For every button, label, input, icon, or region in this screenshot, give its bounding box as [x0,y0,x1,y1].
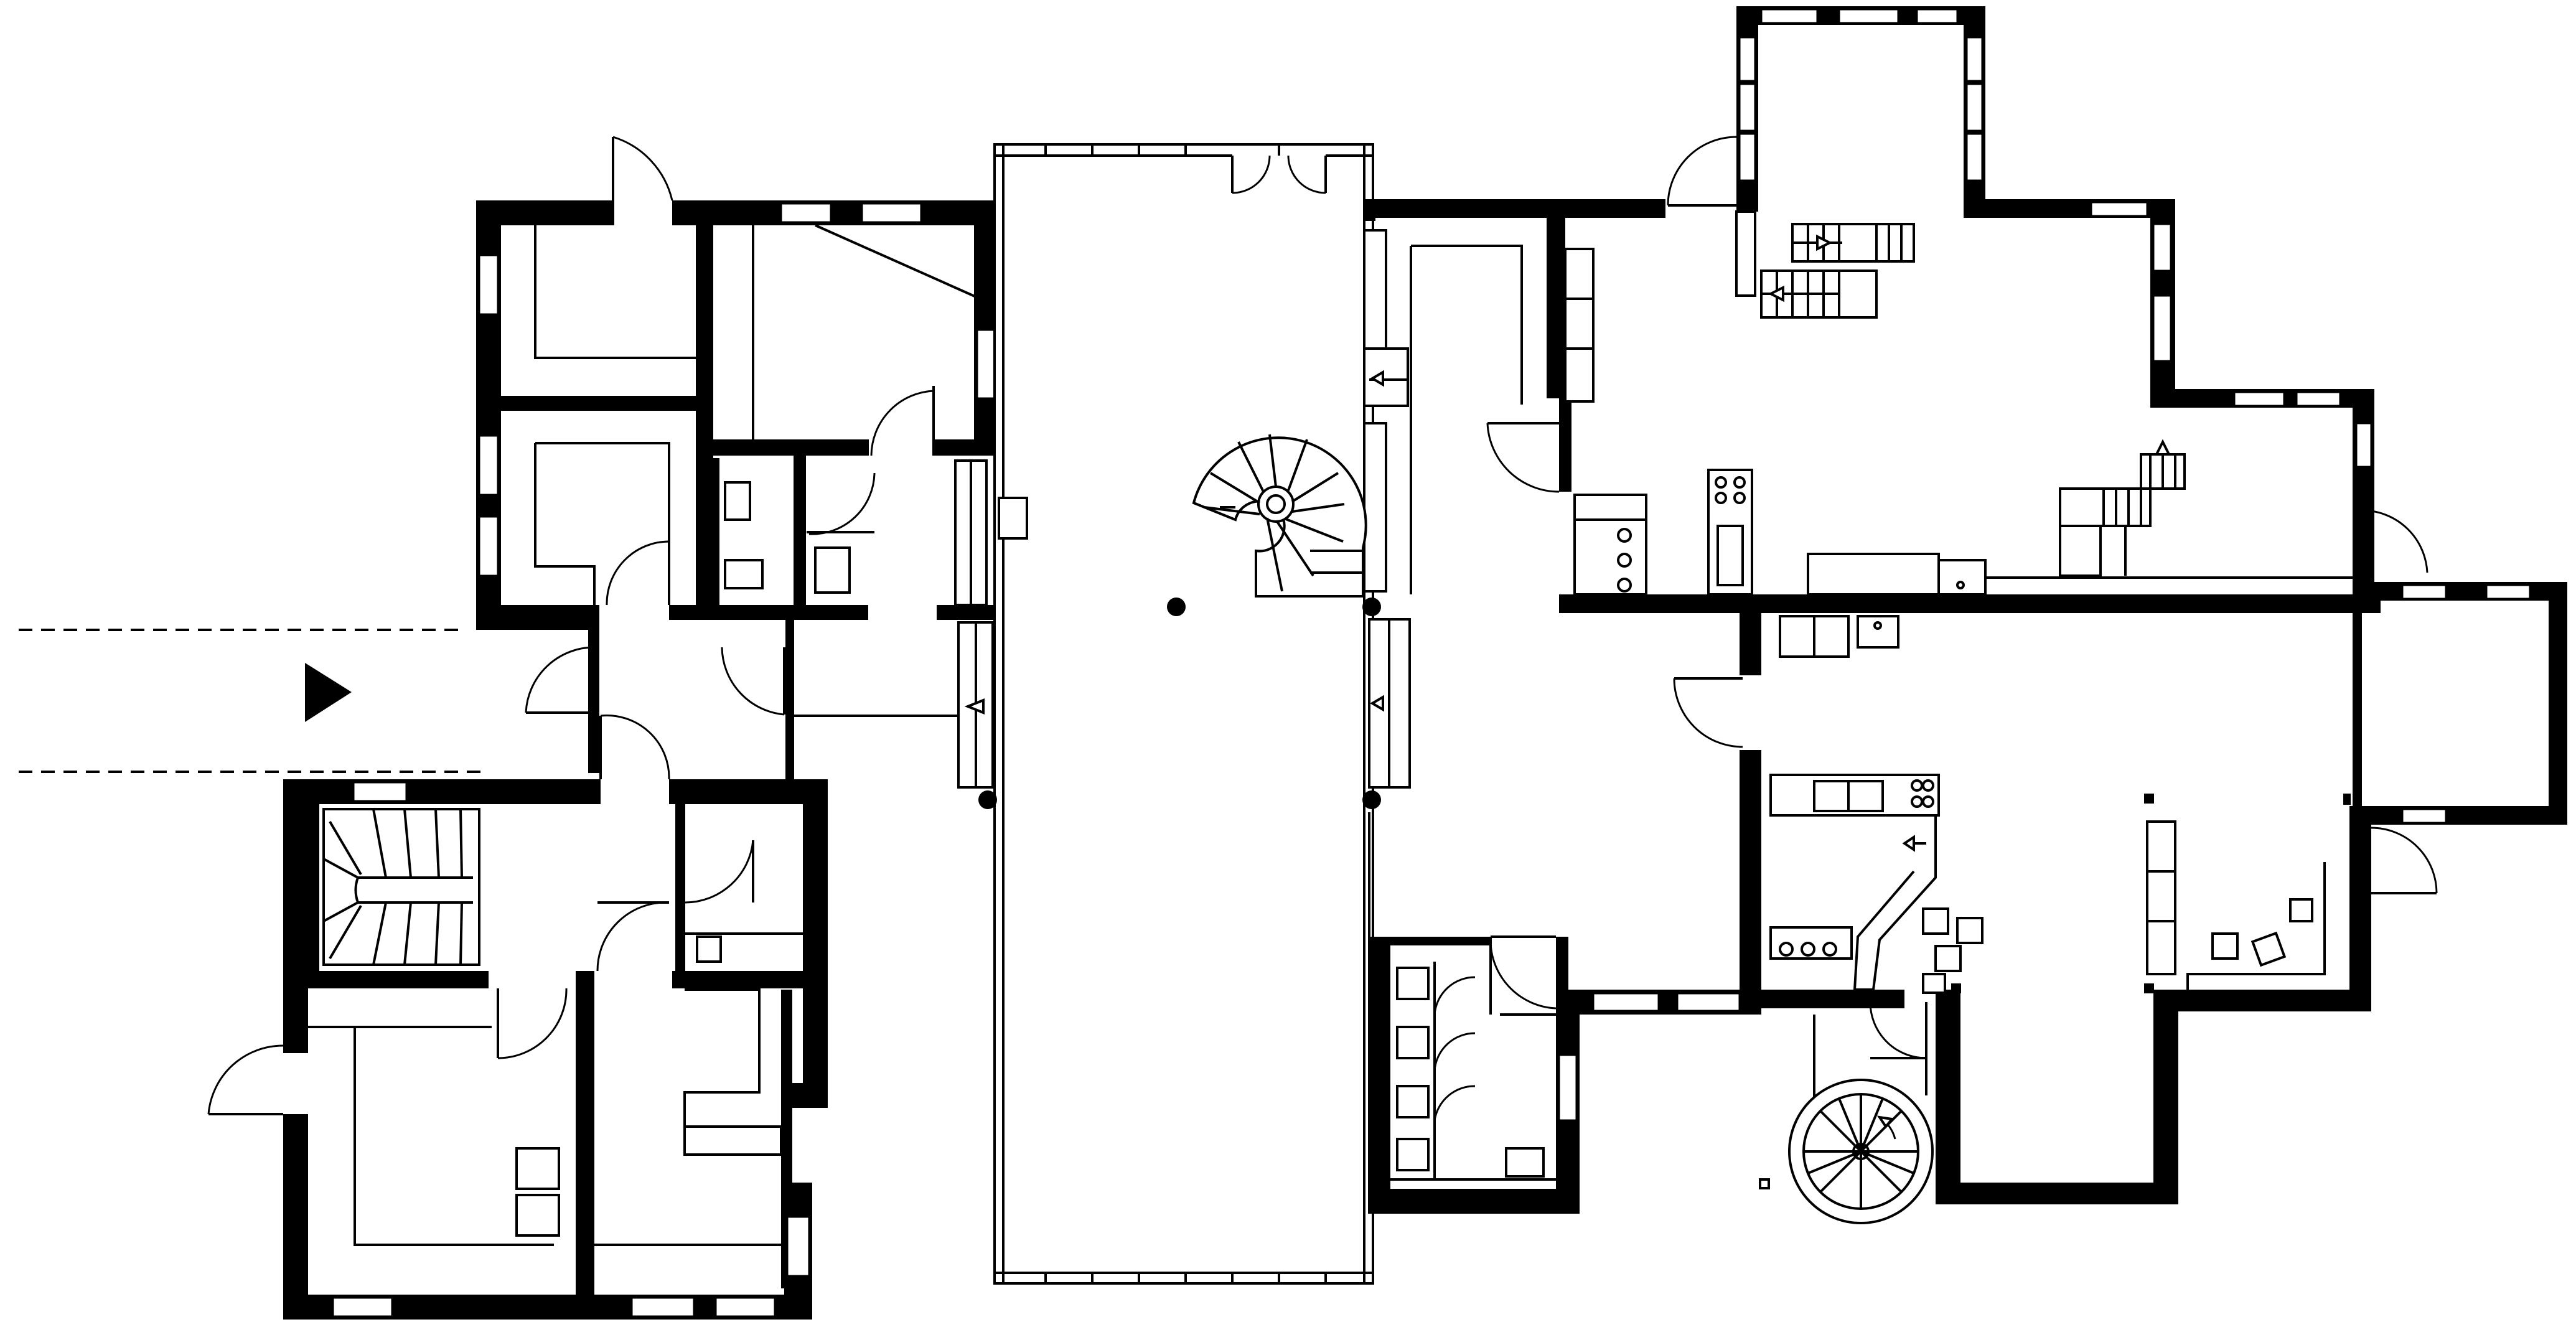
west-stair [323,809,473,965]
column [978,790,997,809]
hall-mullions [1044,144,1327,1283]
column [1362,598,1381,616]
east-straight-stair [1760,223,1915,319]
entry-corridor [525,605,958,788]
west-wing-upper [476,136,999,630]
central-spiral-stair [1192,434,1367,598]
entrance-path [19,629,485,773]
toilet-block [1368,935,1580,1214]
entrance-arrow-icon [305,663,352,722]
east-small-stair [2059,439,2186,577]
south-spiral-stair [1788,1079,1934,1224]
west-wing-lower [207,715,828,1320]
column [1167,598,1186,616]
east-wing-south [1568,582,2567,1204]
east-wing-north [1363,6,2428,613]
column [1362,790,1381,809]
central-hall [954,143,1523,1285]
